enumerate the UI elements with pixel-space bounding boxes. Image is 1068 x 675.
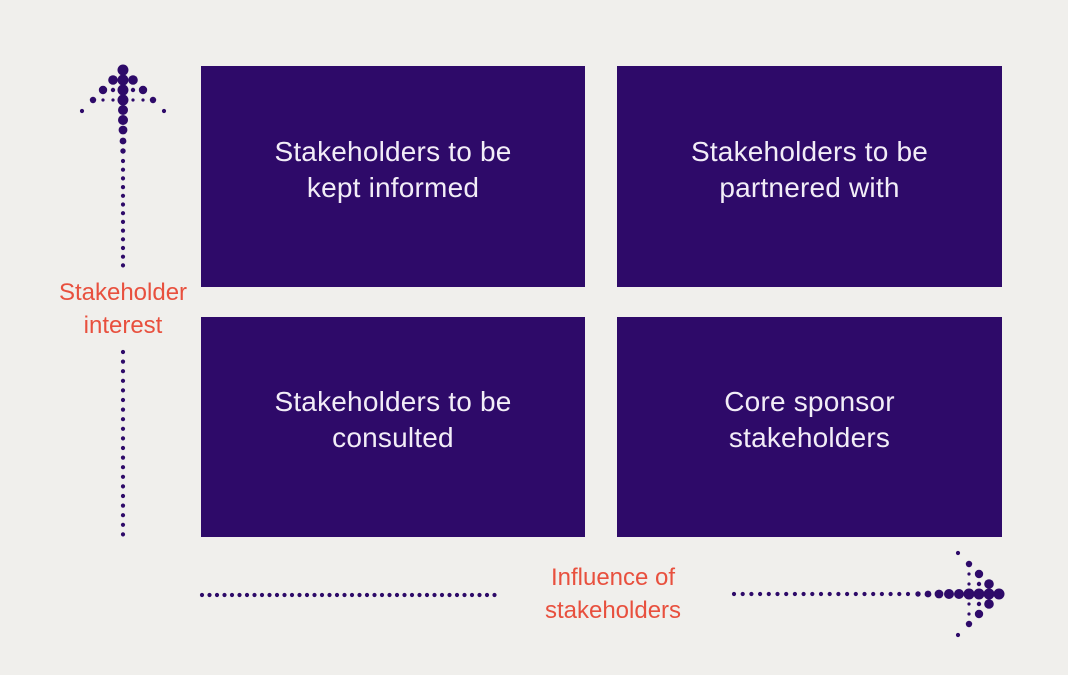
y-axis-label: Stakeholder interest	[58, 279, 188, 339]
quadrant-kept-informed: Stakeholders to be kept informed	[201, 66, 585, 287]
quadrant-consulted: Stakeholders to be consulted	[201, 317, 585, 537]
quadrant-core-sponsor: Core sponsor stakeholders	[617, 317, 1002, 537]
x-axis-label: Influence of stakeholders	[544, 564, 682, 624]
dotted-arrow-up-icon	[79, 64, 167, 537]
dotted-arrow-right-icon	[199, 550, 1005, 638]
quadrant-partnered-with: Stakeholders to be partnered with	[617, 66, 1002, 287]
